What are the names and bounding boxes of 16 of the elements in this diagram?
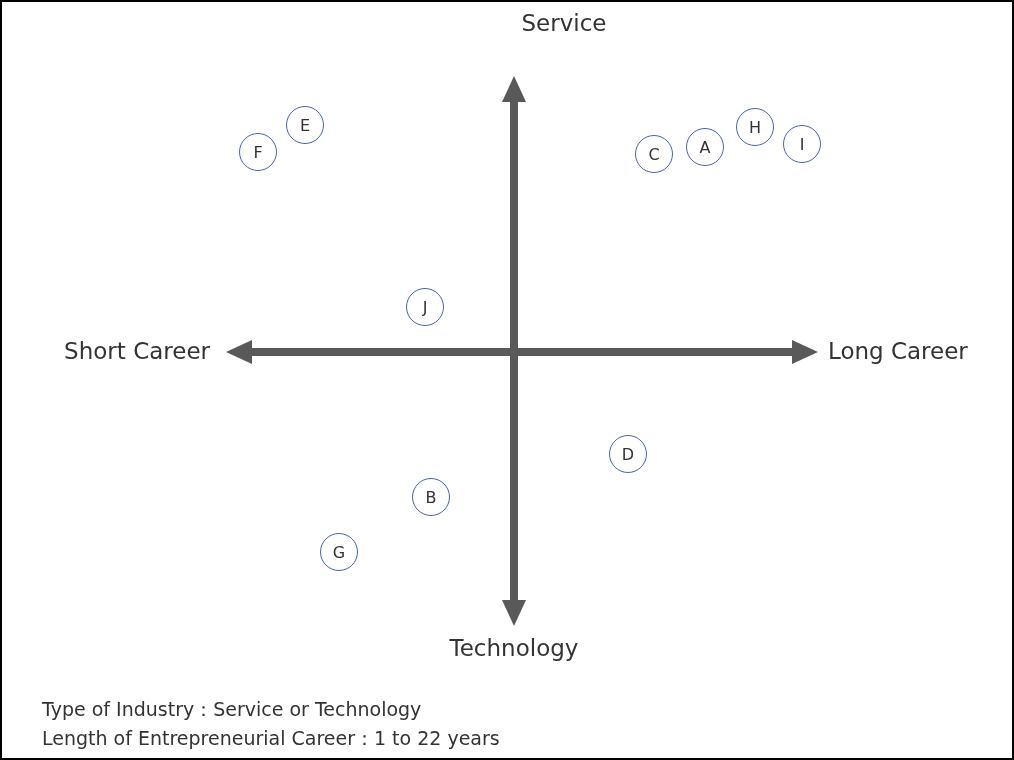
axis-label: Technology: [449, 635, 579, 661]
letter-circle: I: [783, 125, 821, 163]
letter-circle: F: [239, 133, 277, 171]
letter-circle: A: [686, 128, 724, 166]
note-text: Type of Industry：Service or Technology: [42, 697, 422, 722]
note-text: Length of Entrepreneurial Career：1 to 22 years: [42, 726, 500, 751]
axis-label: Long Career: [828, 338, 968, 364]
letter-circle: J: [406, 288, 444, 326]
letter-circle: D: [609, 435, 647, 473]
letter-circle: H: [736, 108, 774, 146]
axis-label: Service: [521, 10, 607, 36]
letter-circle: G: [320, 533, 358, 571]
letter-circle: E: [286, 106, 324, 144]
letter-circle: C: [635, 135, 673, 173]
axis-label: Short Career: [64, 338, 210, 364]
letter-circle: B: [412, 478, 450, 516]
